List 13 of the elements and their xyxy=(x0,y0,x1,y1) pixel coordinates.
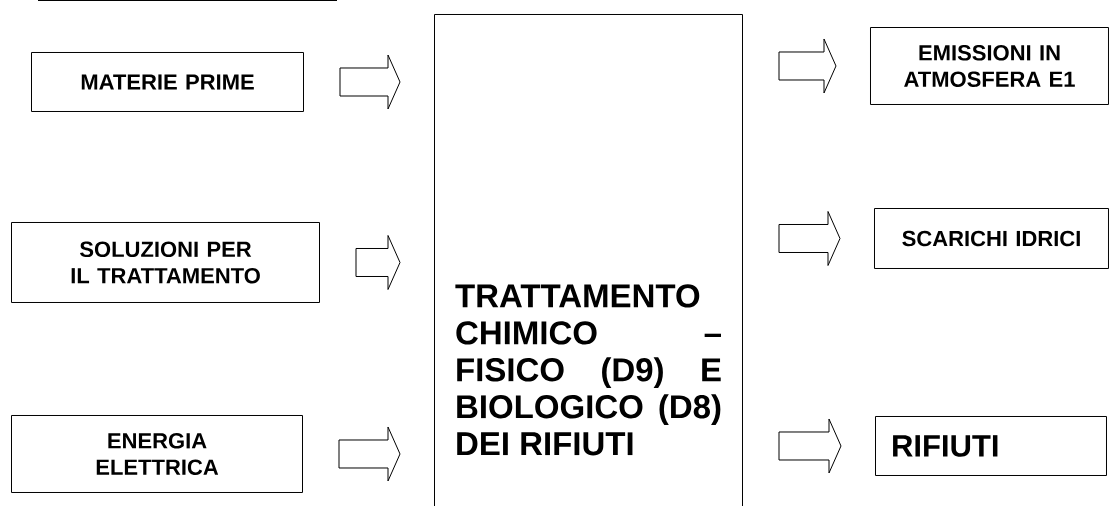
output-box: RIFIUTI xyxy=(875,416,1107,476)
block-arrow xyxy=(338,426,401,482)
process-box: TRATTAMENTO CHIMICO – FISICO (D9) E BIOLOGICO (D8) DEI RIFIUTI xyxy=(434,14,743,506)
output-box: SCARICHI IDRICI xyxy=(874,208,1109,269)
block-arrow xyxy=(339,54,401,110)
input-box: SOLUZIONI PER IL TRATTAMENTO xyxy=(11,222,320,303)
block-arrow xyxy=(778,38,837,94)
block-arrow xyxy=(355,235,401,290)
input-box: MATERIE PRIME xyxy=(31,52,304,112)
block-arrow xyxy=(778,211,841,266)
block-arrow xyxy=(778,418,842,474)
input-box: ENERGIA ELETTRICA xyxy=(11,415,303,493)
output-box: EMISSIONI IN ATMOSFERA E1 xyxy=(870,27,1109,105)
